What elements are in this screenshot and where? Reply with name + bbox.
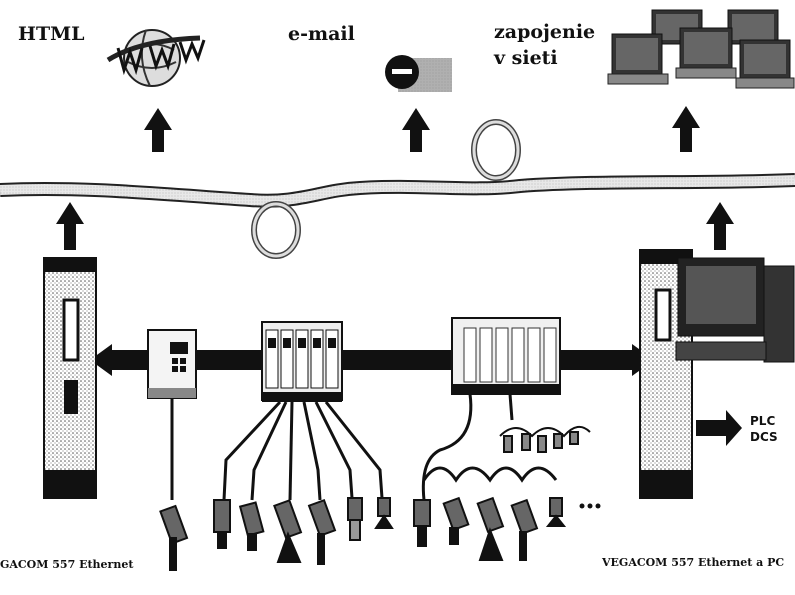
html-label: HTML (18, 23, 85, 45)
left-module-caption: GACOM 557 Ethernet (0, 558, 134, 571)
right-module-caption: VEGACOM 557 Ethernet a PC (602, 556, 785, 569)
up-arrow-icon (144, 108, 172, 152)
vegacom-module-left (43, 257, 97, 499)
up-arrow-icon (402, 108, 430, 152)
up-arrow-icon (706, 202, 734, 250)
io-rack-1 (261, 321, 343, 402)
dcs-label: DCS (750, 430, 778, 444)
pc-computer-icon (675, 257, 795, 363)
right-arrow-icon (696, 410, 742, 446)
sensor-cables-2 (421, 393, 558, 501)
ellipsis-dots (579, 503, 601, 509)
email-e-icon (385, 55, 452, 92)
globe-www-icon (106, 29, 206, 87)
up-arrow-icon (56, 202, 84, 250)
io-rack-2 (451, 317, 561, 395)
small-sensor-chain (499, 425, 591, 453)
sensor-icons (159, 496, 567, 571)
email-label: e-mail (288, 23, 355, 45)
controller-unit (147, 329, 197, 500)
up-arrow-icon (672, 106, 700, 152)
network-label-line1: zapojenie (494, 21, 596, 43)
network-cable (0, 119, 795, 259)
plc-label: PLC (750, 414, 776, 428)
sensor-cables-1 (222, 400, 384, 501)
network-label-line2: v sieti (494, 47, 558, 69)
networked-computers-icon (607, 9, 795, 89)
